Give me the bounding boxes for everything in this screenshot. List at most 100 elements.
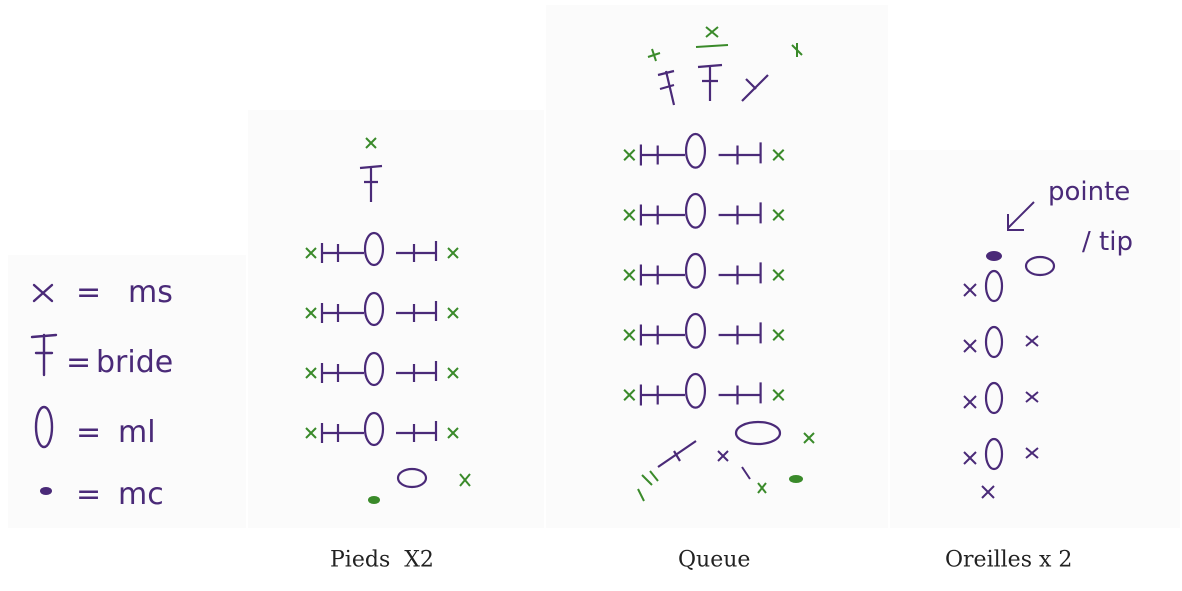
pieds-diagram xyxy=(305,137,471,504)
stitch-mc xyxy=(368,496,380,504)
stitch-ms xyxy=(963,283,977,297)
stitch-ms xyxy=(981,485,995,499)
stitch-bride xyxy=(639,264,685,286)
legend-panel: = ms = bride = ml = mc xyxy=(8,255,246,528)
stitch-ms xyxy=(637,470,659,502)
legend-equals: = xyxy=(76,415,101,450)
stitch-ms xyxy=(447,427,459,439)
stitch-ms xyxy=(1025,335,1039,347)
stitch-arc xyxy=(695,44,729,48)
stitch-ml xyxy=(396,467,428,489)
stitch-bride xyxy=(718,142,762,165)
stitch-slip-symbol xyxy=(40,487,52,495)
legend-meaning-mc: mc xyxy=(118,477,164,512)
queue-diagram xyxy=(623,26,815,502)
pointe-annotation: pointe xyxy=(1048,177,1130,207)
stitch-x-symbol xyxy=(32,283,54,303)
stitch-bride xyxy=(718,322,762,345)
stitch-ml xyxy=(1024,255,1056,277)
stitch-bride xyxy=(396,241,438,262)
stitch-ms xyxy=(447,307,459,319)
stitch-bride xyxy=(639,204,685,226)
stitch-ml xyxy=(363,231,385,267)
stitch-mc xyxy=(986,251,1002,261)
stitch-bride xyxy=(741,466,751,480)
stitch-row xyxy=(623,252,785,289)
stitch-bride xyxy=(320,423,364,443)
stitch-row xyxy=(963,325,1039,359)
stitch-bride xyxy=(320,243,364,263)
stitch-ms xyxy=(1025,391,1039,403)
stitch-row xyxy=(305,291,459,327)
stitch-bride xyxy=(741,74,769,102)
stitch-bride xyxy=(359,164,383,202)
stitch-chain-symbol xyxy=(34,405,54,449)
legend-row-ms: = ms xyxy=(32,275,173,310)
stitch-row xyxy=(963,381,1039,415)
stitch-row xyxy=(305,231,459,267)
stitch-ml xyxy=(684,372,707,409)
stitch-ms xyxy=(447,247,459,259)
stitch-ms xyxy=(791,43,803,57)
stitch-row xyxy=(305,351,459,387)
stitch-ml xyxy=(684,192,707,229)
stitch-row xyxy=(623,312,785,349)
stitch-bride xyxy=(718,202,762,225)
stitch-ml xyxy=(984,437,1004,471)
stitch-row xyxy=(623,132,785,169)
stitch-ms xyxy=(963,395,977,409)
legend-equals: = xyxy=(66,345,91,380)
oreilles-diagram: pointe / tip xyxy=(963,177,1133,499)
stitch-bride xyxy=(697,63,723,101)
stitch-ms xyxy=(717,450,729,462)
stitch-ms xyxy=(963,451,977,465)
legend-meaning-ms: ms xyxy=(128,275,173,310)
queue-rows xyxy=(623,132,785,409)
legend-drawing: = ms = bride = ml = mc xyxy=(30,275,173,512)
pieds-rows xyxy=(305,231,459,447)
stitch-ml xyxy=(684,312,707,349)
queue-caption: Queue xyxy=(678,547,751,573)
legend-equals: = xyxy=(76,477,101,512)
stitch-row xyxy=(623,372,785,409)
stitch-bride xyxy=(639,384,685,406)
stitch-bride xyxy=(396,301,438,322)
legend-equals: = xyxy=(76,275,101,310)
stitch-ms xyxy=(447,367,459,379)
stitch-ms xyxy=(647,48,661,62)
legend-meaning-bride: bride xyxy=(96,345,173,380)
stitch-ml xyxy=(984,269,1004,303)
stitch-ml xyxy=(363,411,385,447)
legend-meaning-ml: ml xyxy=(118,415,156,450)
stitch-ms xyxy=(803,432,815,444)
oreilles-panel: pointe / tip xyxy=(890,150,1180,528)
stitch-bride xyxy=(657,69,676,106)
arrow-icon xyxy=(1007,201,1035,231)
stitch-ms xyxy=(757,482,767,494)
stitch-ms xyxy=(772,269,785,281)
stitch-ml xyxy=(734,420,782,446)
stitch-ms xyxy=(305,247,317,259)
stitch-ml xyxy=(984,325,1004,359)
stitch-ms xyxy=(623,209,636,221)
stitch-ms xyxy=(1025,447,1039,459)
stitch-bride xyxy=(718,382,762,405)
stitch-bride xyxy=(320,363,364,383)
stitch-ms xyxy=(963,339,977,353)
stitch-bride-symbol xyxy=(30,333,58,377)
stitch-ms xyxy=(623,389,636,401)
stitch-ml xyxy=(684,252,707,289)
stitch-ms xyxy=(305,367,317,379)
stitch-ms xyxy=(623,329,636,341)
stitch-ms xyxy=(705,26,719,38)
stitch-bride xyxy=(396,361,438,382)
stitch-ms xyxy=(772,329,785,341)
stitch-ms xyxy=(623,149,636,161)
legend-row-mc: = mc xyxy=(40,477,164,512)
stitch-ms xyxy=(772,149,785,161)
stitch-mc xyxy=(789,475,803,483)
stitch-ms xyxy=(623,269,636,281)
pieds-caption: Pieds X2 xyxy=(330,547,434,573)
legend-row-bride: = bride xyxy=(30,333,173,380)
stitch-ml xyxy=(363,351,385,387)
